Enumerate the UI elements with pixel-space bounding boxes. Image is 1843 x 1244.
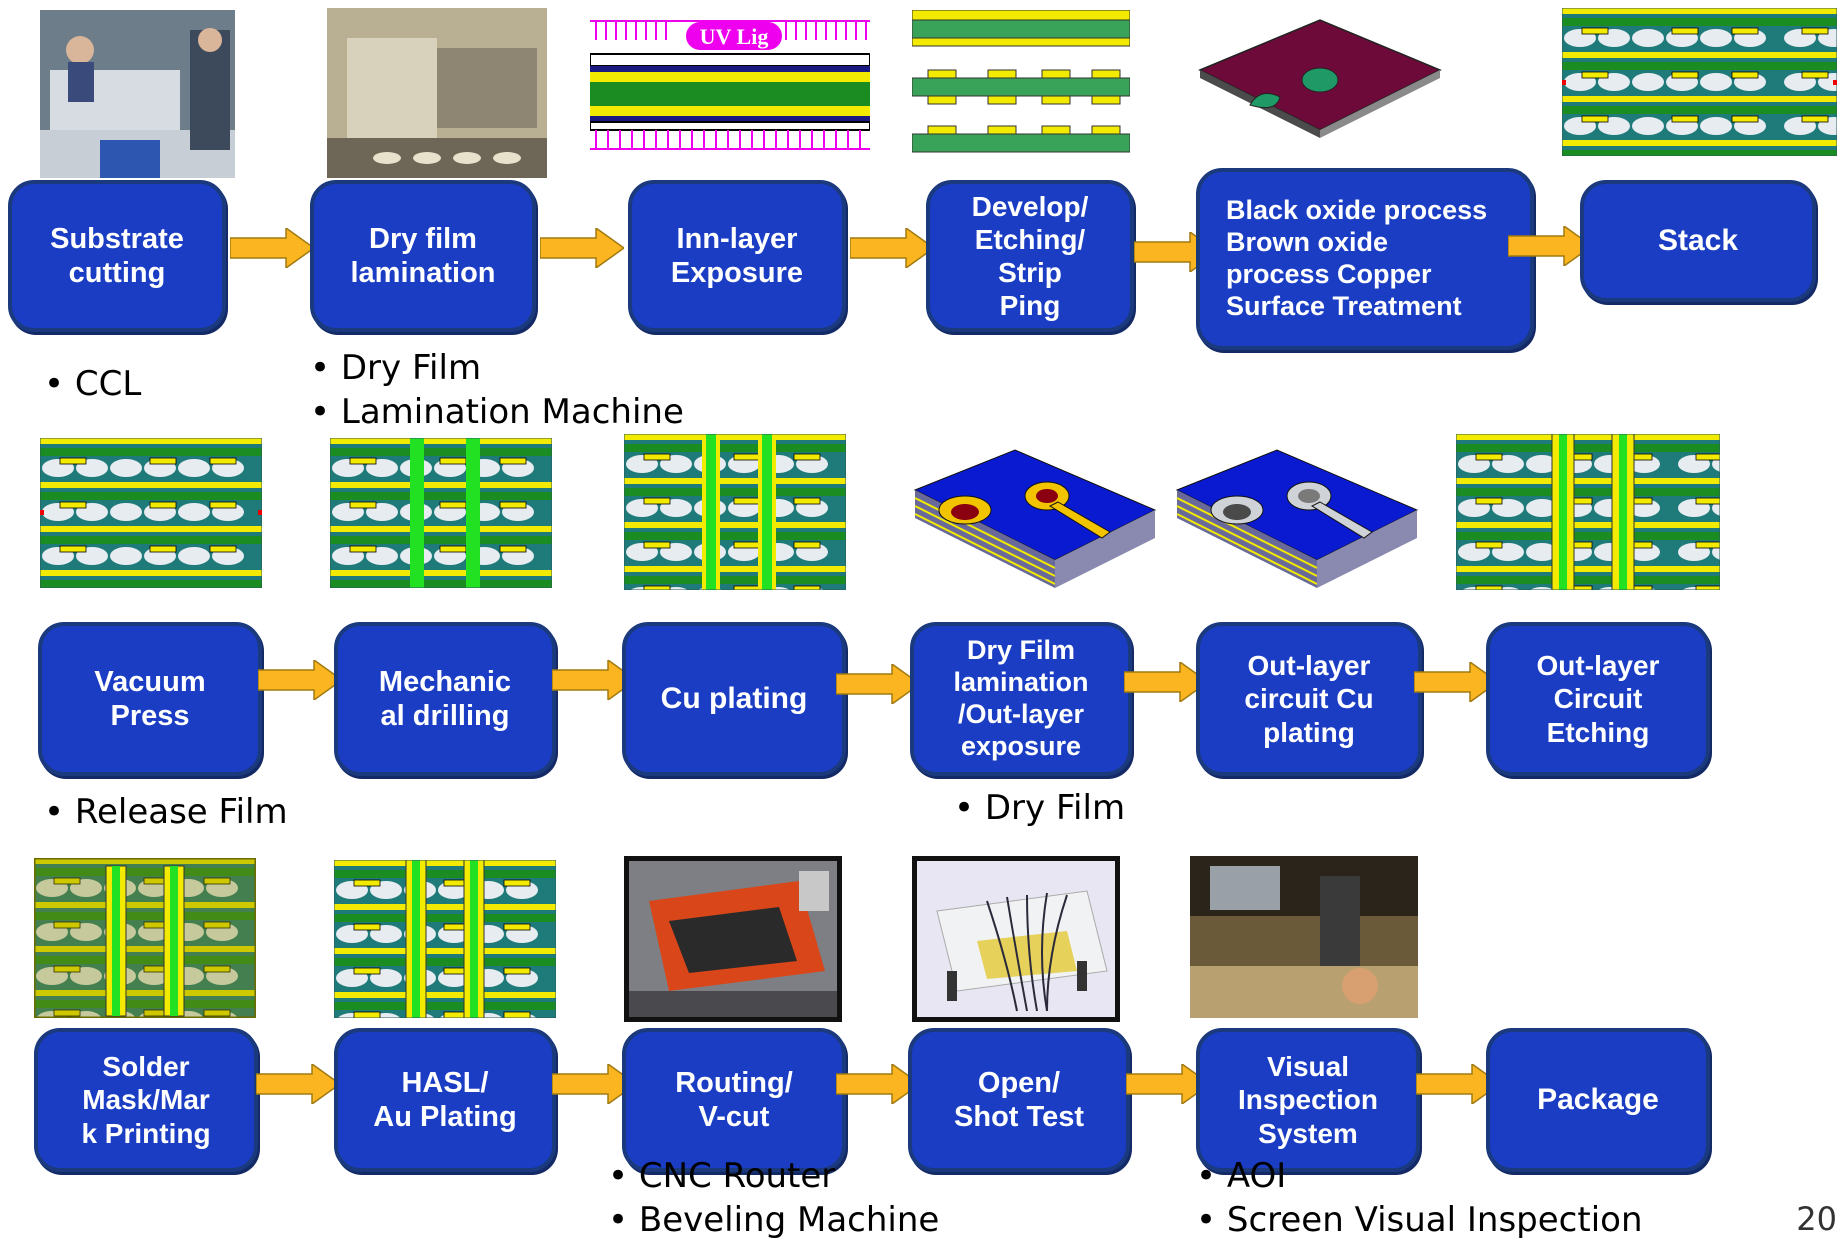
substrate-cutting-photo: [40, 10, 235, 178]
note-item: Lamination Machine: [310, 390, 684, 434]
solder-mask-diagram: [34, 858, 256, 1018]
stack-diagram: [1562, 8, 1837, 156]
page-number: 20: [1796, 1200, 1837, 1238]
step-package: Package: [1486, 1028, 1710, 1172]
open-short-test-photo: [912, 856, 1120, 1022]
arrow-8: [836, 664, 920, 704]
note-item: CNC Router: [608, 1154, 939, 1198]
cnc-router-photo: [624, 856, 842, 1022]
note-release-film: Release Film: [44, 790, 288, 834]
step-visual-inspection-system: Visual Inspection System: [1196, 1028, 1420, 1172]
note-item: AOI: [1196, 1154, 1643, 1198]
circuit-etching-diagram: [1456, 434, 1720, 590]
step-open-short-test: Open/ Shot Test: [908, 1028, 1130, 1172]
arrow-1: [230, 228, 314, 268]
arrow-11: [256, 1064, 340, 1104]
step-stack: Stack: [1580, 180, 1816, 302]
note-dry-film-2: Dry Film: [954, 786, 1125, 830]
step-inner-layer-exposure: Inn-layer Exposure: [628, 180, 846, 332]
arrow-2: [540, 228, 624, 268]
note-item: Screen Visual Inspection: [1196, 1198, 1643, 1242]
black-oxide-diagram: [1198, 19, 1442, 138]
develop-etching-diagram: [912, 10, 1130, 153]
uv-exposure-diagram: UV Lig: [590, 20, 870, 150]
step-out-layer-circuit-etching: Out-layer Circuit Etching: [1486, 622, 1710, 776]
note-item: Release Film: [44, 790, 288, 834]
note-ccl: CCL: [44, 362, 141, 406]
dry-film-exposure-3d: [913, 449, 1157, 588]
mechanical-drilling-diagram: [330, 438, 552, 588]
step-cu-plating: Cu plating: [622, 622, 846, 776]
hasl-au-plating-diagram: [334, 860, 556, 1018]
step-mechanical-drilling: Mechanic al drilling: [334, 622, 556, 776]
arrow-3: [850, 228, 934, 268]
note-dry-film-lamination: Dry Film Lamination Machine: [310, 346, 684, 434]
step-out-layer-cu-plating: Out-layer circuit Cu plating: [1196, 622, 1422, 776]
step-substrate-cutting: Substrate cutting: [8, 180, 226, 332]
step-develop-etching: Develop/ Etching/ Strip Ping: [926, 180, 1134, 332]
visual-inspection-photo: [1190, 856, 1418, 1018]
outer-circuit-cu-3d: [1175, 449, 1419, 588]
note-item: Dry Film: [954, 786, 1125, 830]
note-item: Beveling Machine: [608, 1198, 939, 1242]
cu-plating-diagram: [624, 434, 846, 590]
dry-film-lamination-photo: [327, 8, 547, 178]
step-dry-film-lamination: Dry film lamination: [310, 180, 536, 332]
step-routing-v-cut: Routing/ V-cut: [622, 1028, 846, 1172]
vacuum-press-diagram: [40, 438, 262, 588]
note-inspection-equipment: AOI Screen Visual Inspection: [1196, 1154, 1643, 1242]
step-vacuum-press: Vacuum Press: [38, 622, 262, 776]
note-routing-equipment: CNC Router Beveling Machine: [608, 1154, 939, 1242]
arrow-6: [258, 660, 342, 700]
step-solder-mask: Solder Mask/Mar k Printing: [34, 1028, 258, 1172]
uv-label: UV Lig: [700, 24, 769, 49]
step-hasl-au-plating: HASL/ Au Plating: [334, 1028, 556, 1172]
note-item: CCL: [44, 362, 141, 406]
step-dry-film-out-layer-exposure: Dry Film lamination /Out-layer exposure: [910, 622, 1132, 776]
step-black-oxide: Black oxide process Brown oxide process …: [1196, 168, 1534, 350]
note-item: Dry Film: [310, 346, 684, 390]
